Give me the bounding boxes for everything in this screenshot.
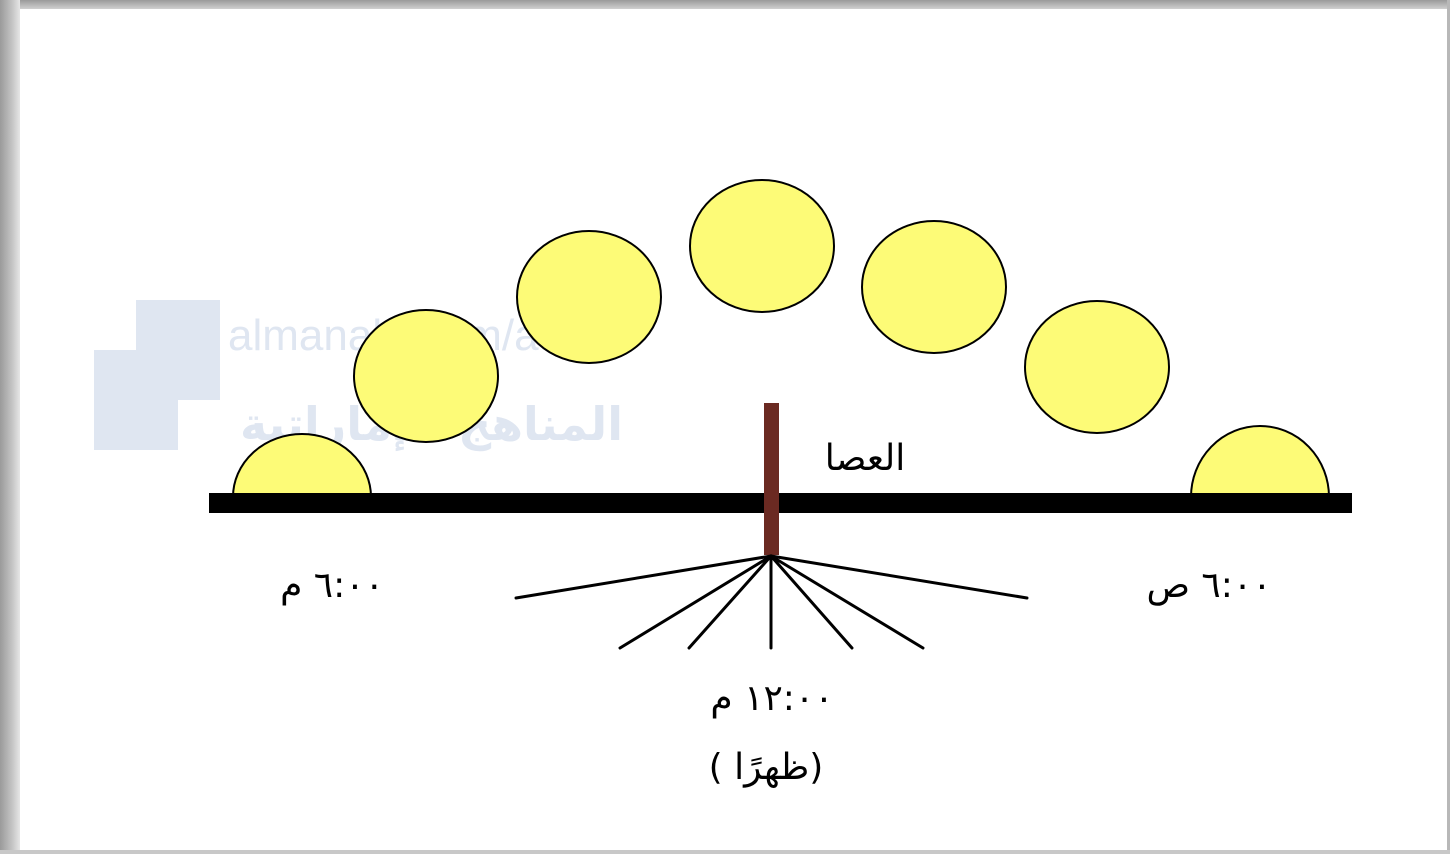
shadow-line	[769, 554, 925, 650]
sun-afternoon-late	[353, 309, 499, 443]
stick	[764, 403, 779, 555]
sun-afternoon	[516, 230, 662, 364]
frame-bottom-edge	[0, 850, 1450, 854]
time-noon-label: ١٢:٠٠ م	[710, 678, 833, 719]
ground-line	[209, 493, 1352, 513]
sun-positions	[231, 179, 1331, 498]
noon-note-label: (ظهرًا )	[709, 747, 824, 788]
shadow-lines	[514, 554, 1029, 650]
shadow-line	[514, 554, 773, 600]
shadow-line	[769, 554, 854, 650]
sun-noon	[689, 179, 835, 313]
frame-right-edge	[1447, 0, 1450, 854]
shadow-line	[769, 554, 1029, 600]
time-6pm-label: ٦:٠٠ م	[280, 565, 384, 606]
sun-morning	[861, 220, 1007, 354]
sun-rising	[1189, 425, 1331, 498]
frame-top-edge	[0, 0, 1450, 9]
time-6am-label: ٦:٠٠ ص	[1146, 565, 1271, 606]
stick-label: العصا	[825, 438, 906, 479]
frame-left-edge	[0, 0, 20, 854]
sun-setting	[231, 433, 373, 498]
watermark-logo	[94, 300, 220, 450]
sun-morning-early	[1024, 300, 1170, 434]
shadow-line	[618, 554, 773, 650]
shadow-line	[687, 554, 773, 650]
